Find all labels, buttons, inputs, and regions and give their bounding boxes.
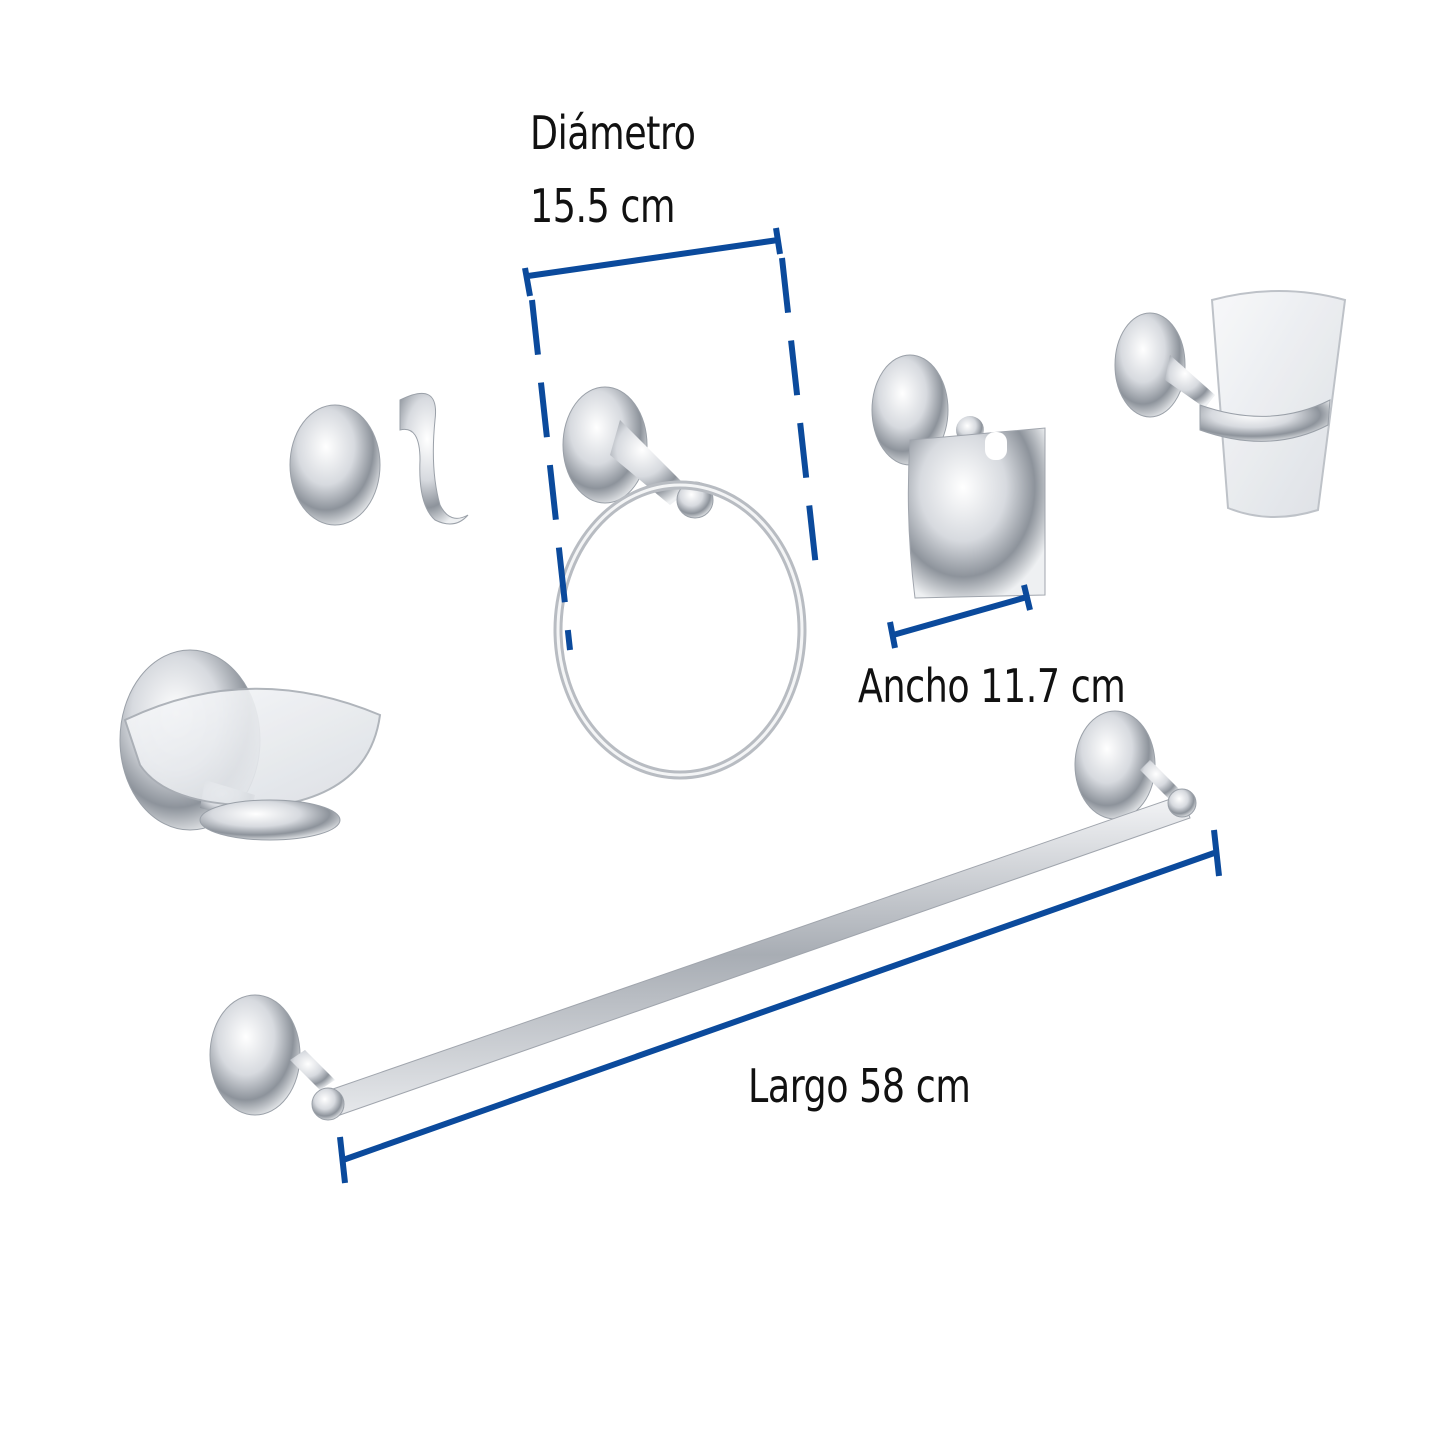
toilet-paper-holder <box>871 354 1046 599</box>
diameter-guide-right <box>779 257 821 586</box>
length-line <box>337 829 1222 1184</box>
width-line <box>887 584 1033 649</box>
diameter-line <box>522 227 783 297</box>
length-label: Largo 58 cm <box>748 1059 971 1113</box>
dimension-lines <box>337 227 1222 1184</box>
towel-ring <box>553 386 807 780</box>
soap-dish <box>119 649 382 841</box>
diameter-value: 15.5 cm <box>530 179 676 233</box>
towel-bar <box>209 710 1197 1121</box>
tumbler-holder <box>1114 290 1347 518</box>
diameter-title: Diámetro <box>530 106 696 160</box>
diameter-guide-left <box>529 299 573 651</box>
width-label: Ancho 11.7 cm <box>858 659 1126 713</box>
robe-hook <box>289 392 469 526</box>
